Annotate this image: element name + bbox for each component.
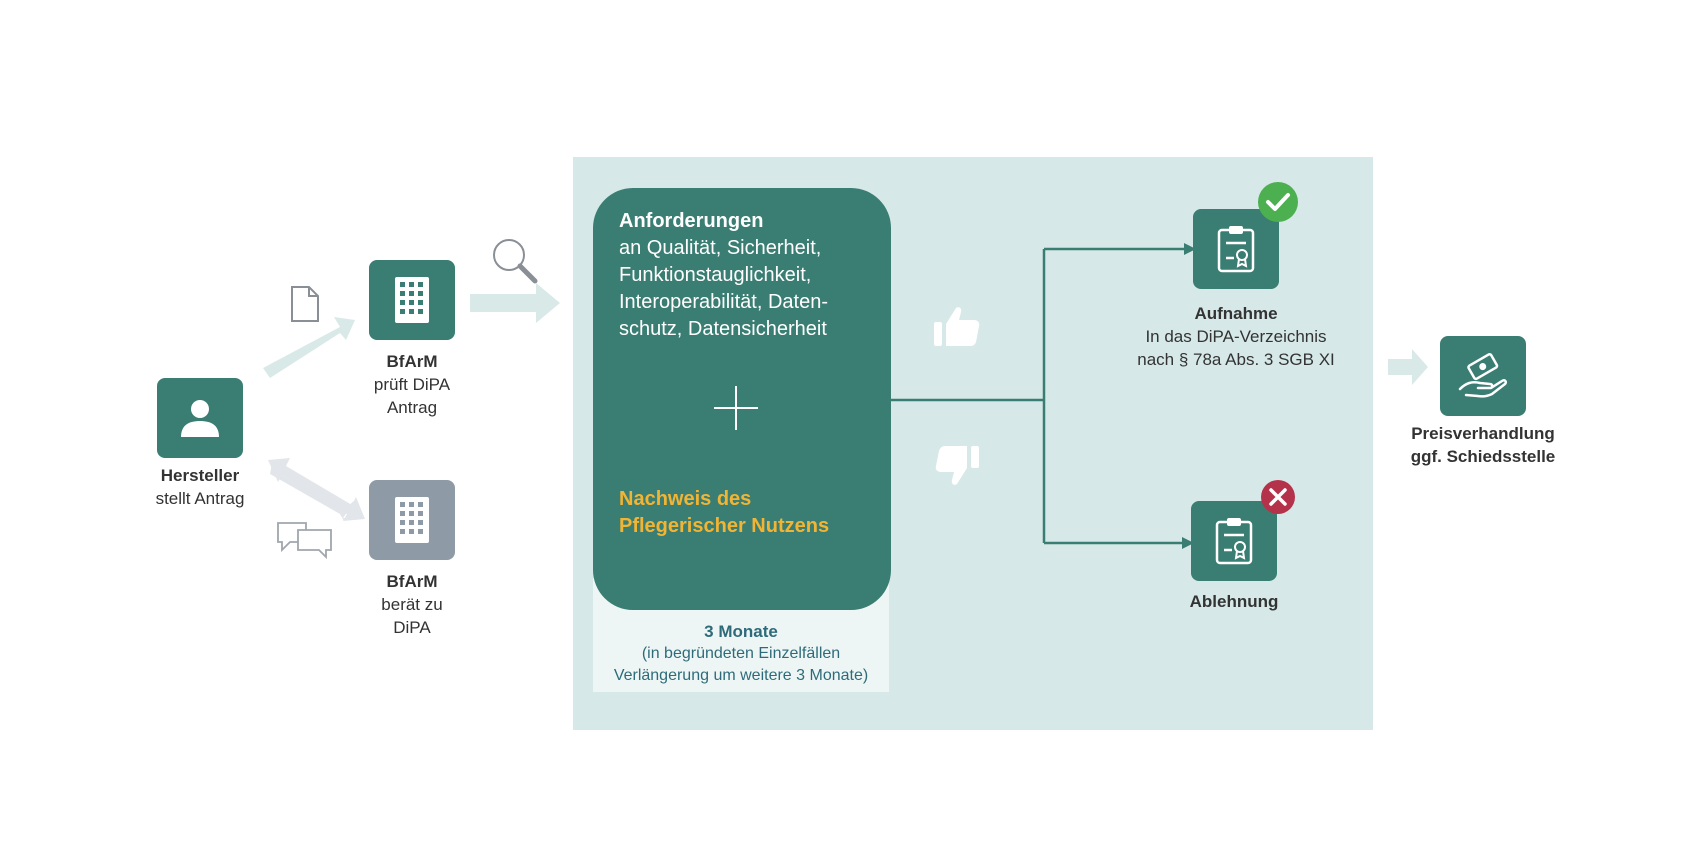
preis-label: Preisverhandlung ggf. Schiedsstelle bbox=[1393, 422, 1573, 468]
requirements-title: Anforderungen bbox=[619, 210, 764, 232]
hersteller-label: Hersteller stellt Antrag bbox=[130, 464, 270, 510]
arrow-to-requirements bbox=[470, 283, 560, 323]
hersteller-sub: stellt Antrag bbox=[155, 489, 245, 508]
bfarm-berat-title: BfArM bbox=[386, 572, 438, 591]
preis-line1: Preisverhandlung bbox=[1411, 424, 1555, 443]
bfarm-pruef-line1: prüft DiPA bbox=[373, 375, 451, 394]
arrow-to-preis bbox=[1388, 349, 1428, 385]
aufnahme-line2: nach § 78a Abs. 3 SGB XI bbox=[1137, 350, 1335, 369]
bfarm-pruef-line2: Antrag bbox=[386, 398, 438, 417]
thumbs-up-icon bbox=[934, 307, 980, 346]
bfarm-pruef-label: BfArM prüft DiPA Antrag bbox=[342, 350, 482, 419]
requirements-card bbox=[593, 188, 891, 610]
requirements-line1: an Qualität, Sicherheit, bbox=[619, 237, 822, 259]
bfarm-berat-line2: DiPA bbox=[393, 618, 431, 637]
chat-bubbles-icon bbox=[277, 522, 332, 560]
duration-title: 3 Monate bbox=[704, 622, 778, 641]
preis-line2: ggf. Schiedsstelle bbox=[1410, 447, 1556, 466]
check-badge-icon bbox=[1258, 182, 1298, 222]
aufnahme-label: Aufnahme In das DiPA-Verzeichnis nach § … bbox=[1110, 302, 1362, 371]
aufnahme-tile bbox=[1193, 209, 1279, 289]
duration-line1: (in begründeten Einzelfällen bbox=[641, 645, 841, 662]
duration-line2: Verlängerung um weitere 3 Monate) bbox=[613, 667, 869, 684]
bfarm-berat-tile bbox=[369, 480, 455, 560]
plus-icon bbox=[714, 386, 758, 430]
money-hand-icon bbox=[1458, 353, 1508, 398]
requirements-line3: Interoperabilität, Daten- bbox=[619, 291, 829, 313]
nachweis-text: Nachweis des Pflegerischer Nutzens bbox=[619, 486, 889, 540]
clipboard-certificate-icon bbox=[1217, 226, 1255, 273]
hersteller-title: Hersteller bbox=[160, 466, 240, 485]
building-icon bbox=[395, 277, 429, 323]
nachweis-line2: Pflegerischer Nutzens bbox=[619, 515, 830, 537]
bfarm-pruef-title: BfArM bbox=[386, 352, 438, 371]
ablehnung-label: Ablehnung bbox=[1150, 590, 1318, 613]
cross-badge-icon bbox=[1261, 480, 1295, 514]
duration-label: 3 Monate (in begründeten Einzelfällen Ve… bbox=[593, 621, 889, 687]
person-icon bbox=[181, 400, 219, 437]
magnifier-icon bbox=[493, 239, 538, 284]
thumbs-down-icon bbox=[935, 446, 979, 485]
nachweis-line1: Nachweis des bbox=[619, 488, 752, 510]
document-icon bbox=[291, 286, 319, 322]
aufnahme-line1: In das DiPA-Verzeichnis bbox=[1145, 327, 1327, 346]
requirements-text: Anforderungen an Qualität, Sicherheit, F… bbox=[619, 208, 889, 343]
aufnahme-title: Aufnahme bbox=[1194, 304, 1278, 323]
double-arrow-to-bfarm-berat bbox=[268, 458, 365, 521]
requirements-line4: schutz, Datensicherheit bbox=[619, 318, 827, 340]
preis-tile bbox=[1440, 336, 1526, 416]
clipboard-certificate-icon bbox=[1215, 518, 1253, 565]
bfarm-berat-label: BfArM berät zu DiPA bbox=[342, 570, 482, 639]
hersteller-tile bbox=[157, 378, 243, 458]
bfarm-berat-line1: berät zu bbox=[381, 595, 443, 614]
ablehnung-title: Ablehnung bbox=[1189, 592, 1279, 611]
arrow-to-bfarm-pruef bbox=[263, 317, 355, 378]
requirements-line2: Funktionstauglichkeit, bbox=[619, 264, 812, 286]
building-icon bbox=[395, 497, 429, 543]
ablehnung-tile bbox=[1191, 501, 1277, 581]
bfarm-pruef-tile bbox=[369, 260, 455, 340]
